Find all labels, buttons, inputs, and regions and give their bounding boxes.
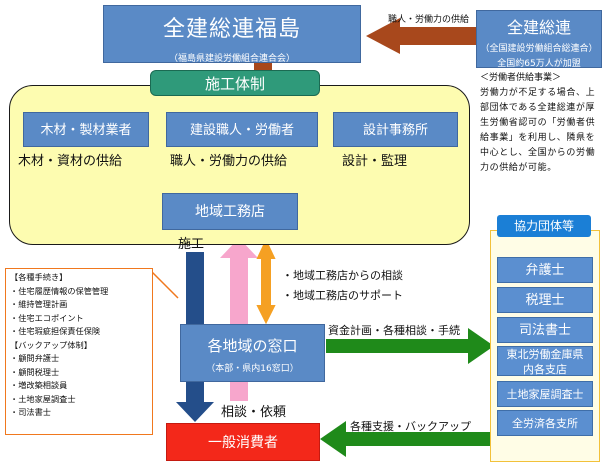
right-title: 全建総連 [506, 18, 571, 37]
supply-arrow-horizontal [366, 18, 476, 54]
backup-item: ・司法書士 [10, 407, 51, 417]
main-subtitle: （福島県建設労働組合連合会） [168, 54, 295, 64]
note-body: 労働力が不足する場合、上部団体である全建総連が厚生労働省認可の「労働者供給事業」… [480, 88, 596, 173]
backup-item: ・顧問税理士 [10, 366, 60, 377]
procedure-item: ・維持管理計画 [10, 299, 68, 309]
procedure-item: ・住宅履歴情報の保管管理 [10, 285, 109, 296]
local-builder-box: 地域工務店 [162, 193, 298, 230]
craftsmen-box: 建設職人・労働者 [166, 112, 318, 147]
procedure-item: ・住宅エコポイント [10, 312, 84, 323]
right-member-count: 全国約65万人が加盟 [497, 59, 581, 69]
finance-label: 資金計画・各種相談・手続 [328, 324, 460, 337]
partner-labour-bank: 東北労働金庫県内各支店 [497, 346, 593, 376]
support-arrow [256, 238, 276, 325]
partner-land-surveyor: 土地家屋調査士 [497, 381, 593, 407]
supply-label: 職人・労働力の供給 [388, 15, 470, 25]
craftsmen-caption: 職人・労働力の供給 [170, 154, 288, 169]
labor-supply-note: ＜労働者供給事業＞ 労働力が不足する場合、上部団体である全建総連が厚生労働省認可… [480, 71, 604, 176]
support-label-1: ・地域工務店からの相談 [282, 269, 403, 282]
procedures-panel: 【各種手続き】 ・住宅履歴情報の保管管理 ・維持管理計画 ・住宅エコポイント ・… [5, 268, 153, 435]
shiko-label: 施工 [178, 237, 205, 252]
backup-item: ・土地家屋調査士 [10, 393, 76, 404]
window-title: 各地域の窓口 [207, 337, 298, 355]
partner-lawyer: 弁護士 [497, 257, 593, 283]
backup-item: ・顧問弁護士 [10, 353, 60, 363]
request-label: 相談・依頼 [219, 401, 289, 420]
lumber-caption: 木材・資材の供給 [18, 154, 123, 169]
note-title: ＜労働者供給事業＞ [480, 73, 562, 83]
right-subtitle: （全国建設労働組合総連合） [480, 44, 598, 54]
main-title: 全建総連福島 [162, 17, 301, 42]
support-label-2: ・地域工務店のサポート [282, 289, 403, 302]
backup-heading: 【バックアップ体制】 [10, 339, 92, 350]
regional-window-box: 各地域の窓口 （本部・県内16窓口） [180, 324, 325, 382]
partner-tax-accountant: 税理士 [497, 287, 593, 313]
general-consumer-box: 一般消費者 [166, 423, 320, 461]
lumber-supplier-box: 木材・製材業者 [23, 112, 149, 147]
backup-arrow [320, 421, 494, 457]
partner-judicial-scrivener: 司法書士 [497, 317, 593, 343]
backup-label: 各種支援・バックアップ [350, 420, 471, 433]
zenkensoren-box: 全建総連 （全国建設労働組合総連合） 全国約65万人が加盟 [476, 10, 602, 69]
backup-item: ・増改築相談員 [10, 380, 68, 390]
design-office-box: 設計事務所 [333, 112, 458, 147]
design-caption: 設計・監理 [342, 154, 408, 169]
procedure-item: ・住宅瑕疵担保責任保険 [10, 326, 101, 336]
partner-zenrosai: 全労済各支所 [497, 410, 593, 436]
callout-line [151, 271, 179, 299]
window-subtitle: （本部・県内16窓口） [206, 364, 299, 374]
procedures-heading: 【各種手続き】 [10, 272, 68, 282]
partners-header: 協力団体等 [497, 215, 591, 237]
construction-header: 施工体制 [150, 70, 320, 96]
finance-arrow [326, 328, 494, 364]
zenkensoren-fukushima-box: 全建総連福島 （福島県建設労働組合連合会） [103, 5, 361, 64]
